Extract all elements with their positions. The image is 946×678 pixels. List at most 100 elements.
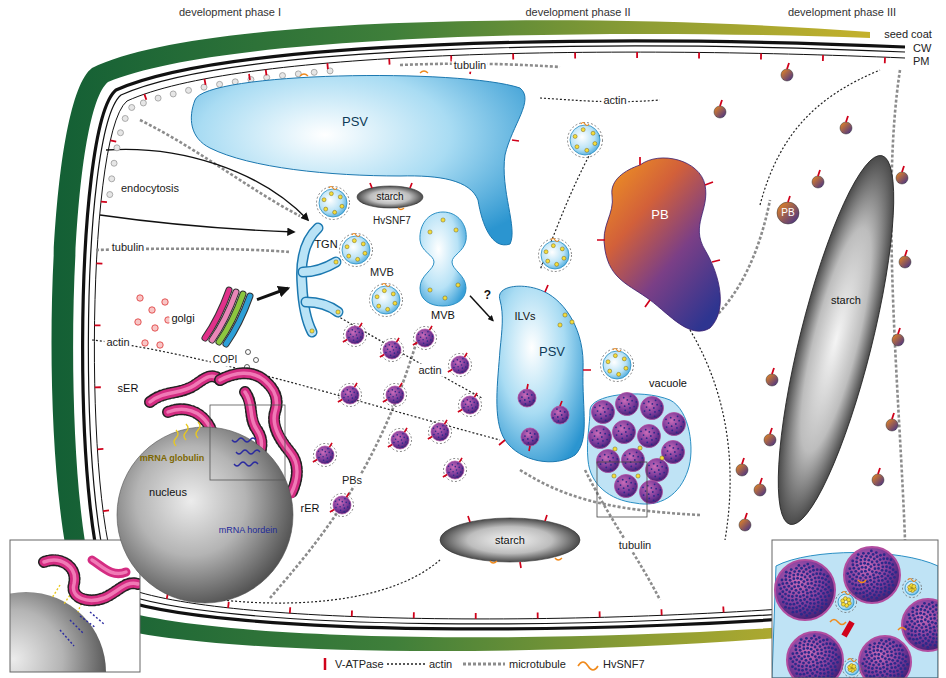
organelle-part: [648, 498, 650, 500]
organelle-part: [674, 451, 676, 453]
illustration-part: [873, 581, 876, 584]
illustration-part: [352, 336, 354, 338]
organelle-part: [607, 408, 609, 410]
organelle-part: [523, 391, 525, 393]
illustration-part: [796, 602, 799, 605]
illustration-part: [791, 599, 794, 602]
legend-sample: [318, 657, 332, 671]
illustration-part: [833, 643, 836, 646]
illustration-part: [830, 676, 833, 678]
organelle-part: [682, 421, 684, 423]
illustration-part: [812, 569, 815, 572]
illustration-part: [929, 631, 932, 634]
illustration-part: [335, 507, 337, 509]
illustration-part: [811, 587, 814, 590]
illustration-part: [858, 580, 866, 583]
illustration-part: [383, 400, 387, 403]
organelle-part: [656, 465, 658, 467]
illustration-part: [878, 642, 881, 645]
illustration-part: [876, 583, 879, 586]
organelle-part: [468, 515, 547, 568]
illustration-part: [813, 668, 816, 671]
organelle-part: [603, 428, 605, 430]
protein-body: [313, 443, 337, 467]
small-protein-body: [899, 250, 911, 268]
illustration-part: [858, 584, 861, 587]
illustration-part: [453, 367, 455, 369]
illustration-part: [816, 588, 819, 591]
illustration-part: [789, 657, 792, 660]
organelle-outline: [596, 148, 730, 338]
illustration-part: [848, 567, 851, 570]
organelle-part: [566, 417, 568, 419]
illustration-part: [859, 577, 862, 580]
illustration-part: [871, 589, 874, 592]
illustration-part: [821, 577, 824, 580]
illustration-part: [891, 573, 894, 576]
illustration-part: [775, 547, 938, 678]
v-atpase: [512, 54, 514, 60]
illustration-part: [739, 519, 751, 531]
illustration-part: [803, 580, 806, 583]
organelle-part: [629, 412, 631, 414]
organelle-part: [610, 464, 612, 466]
illustration-part: [593, 142, 597, 146]
small-protein-body: [781, 63, 793, 81]
v-atpase: [722, 606, 724, 612]
illustration-part: [804, 604, 807, 607]
illustration-part: [471, 411, 473, 413]
illustration-part: [581, 128, 585, 132]
organelle-part: [652, 427, 654, 429]
illustration-part: [808, 606, 811, 609]
illustration-part: [798, 645, 801, 648]
organelle-part: [654, 416, 656, 418]
illustration-part: [352, 388, 354, 390]
illustration-part: [448, 370, 452, 373]
organelle-part: [680, 426, 682, 428]
illustration-part: [386, 386, 404, 404]
illustration-part: [851, 560, 854, 563]
illustration-part: [864, 669, 867, 672]
illustration-part: [815, 572, 818, 575]
illustration-part: [330, 443, 333, 447]
illustration-part: [807, 661, 810, 664]
illustration-part: [806, 563, 809, 566]
illustration-part: [851, 578, 854, 581]
illustration-part: [812, 664, 815, 667]
organelle-part: [551, 406, 569, 424]
illustration-part: [821, 599, 824, 602]
copi-vesicle: [246, 350, 251, 355]
organelle-part: [529, 401, 531, 403]
organelle-part: [649, 409, 651, 411]
illustration-part: [885, 661, 888, 664]
organelle-part: [599, 455, 601, 457]
illustration-part: [812, 598, 815, 601]
illustration-part: [772, 540, 938, 678]
illustration-part: [690, 330, 730, 540]
illustration-part: [866, 654, 869, 657]
organelle-part: [559, 410, 561, 412]
organelle-part: [604, 433, 606, 435]
illustration-part: [322, 456, 324, 458]
illustration-part: [824, 647, 827, 650]
illustration-part: [351, 394, 353, 396]
organelle-part: [635, 463, 637, 465]
illustration-part: [870, 596, 873, 599]
illustration-part: [823, 672, 826, 675]
organelle-part: [648, 401, 650, 403]
illustration-part: [806, 578, 809, 581]
organelle-part: [605, 415, 607, 417]
illustration-part: [925, 606, 928, 609]
organelle-part: [521, 396, 523, 398]
illustration-part: [357, 328, 359, 330]
illustration-part: [806, 647, 809, 650]
illustration-part: [344, 498, 346, 500]
illustration-part: [859, 559, 862, 562]
illustration-part: [453, 474, 455, 476]
illustration-part: [398, 444, 400, 446]
part-label: development phase I: [177, 6, 283, 19]
illustration-part: [827, 675, 830, 678]
organelle-part: [646, 437, 648, 439]
illustration-part: [797, 591, 800, 594]
illustration-part: [861, 566, 864, 569]
